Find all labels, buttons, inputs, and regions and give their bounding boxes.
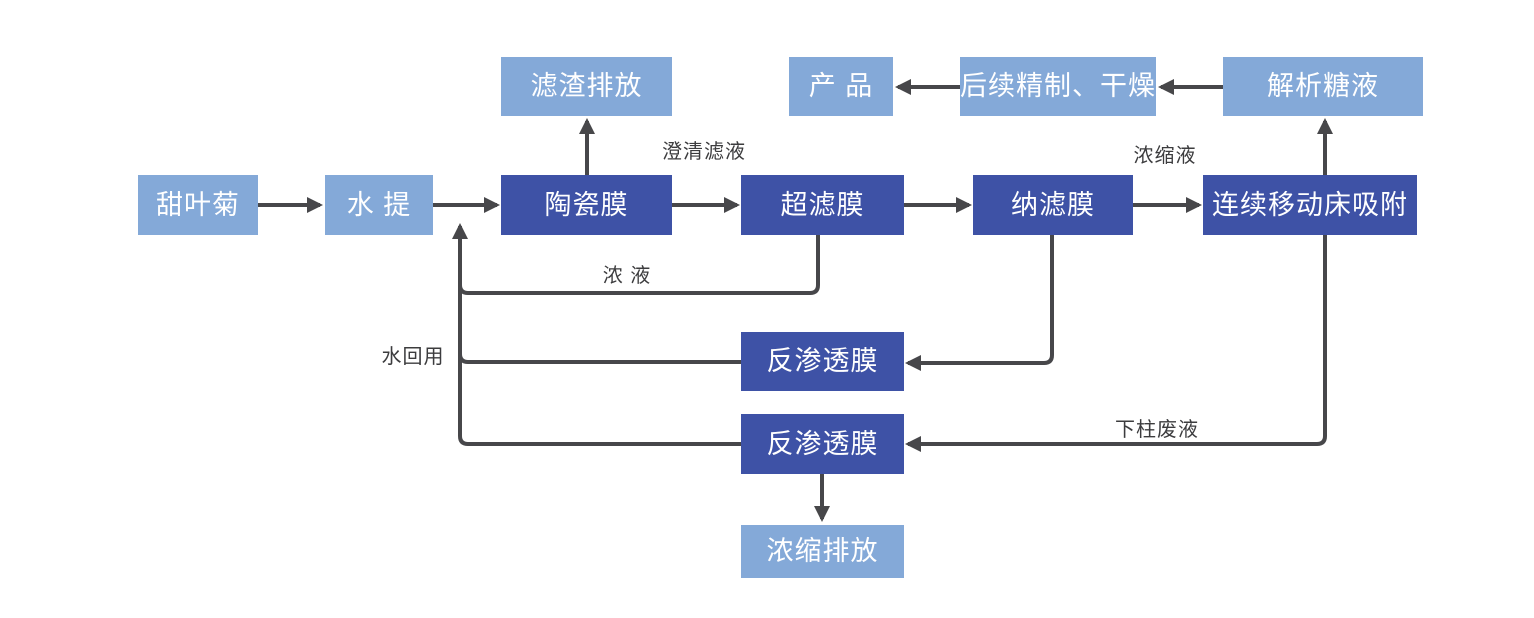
label-column-waste-liquid: 下柱废液 (1115, 419, 1199, 441)
node-continuous-moving-bed-adsorption: 连续移动床吸附 (1203, 175, 1417, 235)
node-reverse-osmosis-membrane-1: 反渗透膜 (741, 332, 904, 391)
node-reverse-osmosis-membrane-2: 反渗透膜 (741, 414, 904, 474)
node-nanofiltration-membrane: 纳滤膜 (973, 175, 1133, 235)
edge-nanofiltration-to-ro1 (905, 235, 1054, 371)
node-product: 产 品 (789, 57, 893, 116)
node-subsequent-refining-drying: 后续精制、干燥 (960, 57, 1156, 116)
node-filter-residue-discharge: 滤渣排放 (501, 57, 672, 116)
label-water-reuse: 水回用 (381, 346, 445, 368)
edge-moving-bed-waste-to-ro2 (905, 235, 1327, 452)
node-desorption-sugar-liquid: 解析糖液 (1223, 57, 1423, 116)
edge-ro2-water-reuse-to-extraction (452, 223, 741, 446)
node-ceramic-membrane: 陶瓷膜 (501, 175, 672, 235)
edge-ro1-water-reuse-merge (458, 353, 741, 364)
label-concentrated-liquid: 浓缩液 (1133, 145, 1197, 167)
node-concentrate-discharge: 浓缩排放 (741, 525, 904, 578)
label-concentrate: 浓 液 (602, 265, 652, 287)
node-ultrafiltration-membrane: 超滤膜 (741, 175, 904, 235)
node-water-extraction: 水 提 (325, 175, 433, 235)
label-clarified-filtrate: 澄清滤液 (662, 141, 746, 163)
node-stevia-leaf: 甜叶菊 (138, 175, 258, 235)
